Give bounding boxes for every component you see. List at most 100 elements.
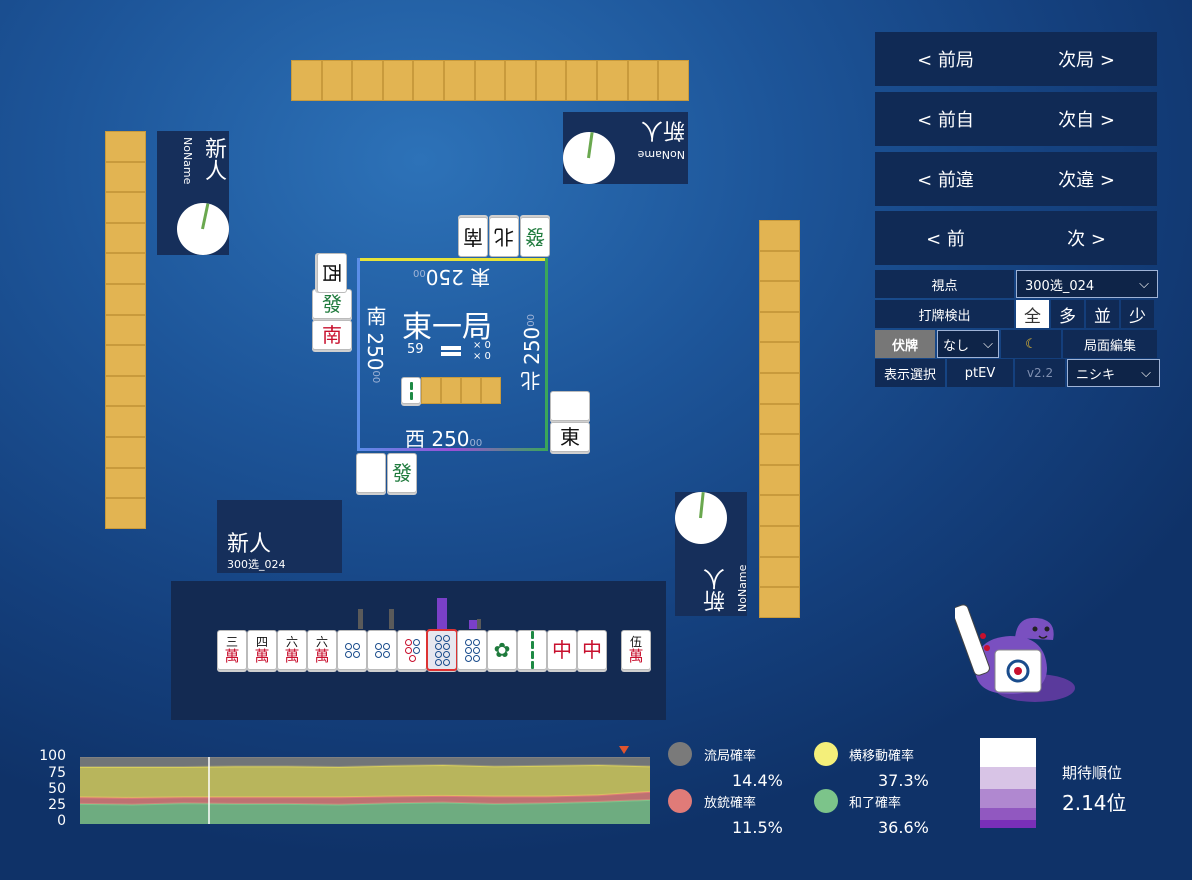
discard-tile: 西: [317, 253, 347, 293]
hand-tile[interactable]: 中: [547, 630, 577, 670]
south-score: 南 25000: [363, 306, 387, 384]
hand-tile[interactable]: 三萬: [217, 630, 247, 670]
top-opponent-hand: [291, 60, 689, 101]
self-player-sub: 300选_024: [227, 558, 286, 571]
tile-back: [759, 525, 800, 557]
discard-tile: 發: [387, 453, 417, 493]
snake-mascot-icon: [955, 604, 1075, 702]
tile-back: [759, 495, 800, 526]
y-tick-75: 75: [48, 765, 66, 781]
edit-position-button[interactable]: 局面編集: [1063, 330, 1157, 358]
yoko-label: 横移動確率: [849, 749, 915, 764]
top-player-panel: NoName 新人: [563, 112, 688, 184]
viewpoint-row: 視点 300选_024⌵: [875, 270, 1158, 298]
hidden-row: 伏牌 なし⌵ ☾ 局面編集: [875, 330, 1157, 358]
hand-tile[interactable]: 六萬: [277, 630, 307, 670]
model-select[interactable]: ニシキ⌵: [1067, 359, 1160, 387]
chevron-down-icon: ⌵: [983, 336, 993, 352]
hand-tile[interactable]: 四萬: [247, 630, 277, 670]
chart-area-series-1: [80, 791, 650, 805]
display-value-button[interactable]: ptEV: [947, 359, 1013, 387]
hand-tile[interactable]: ✿: [487, 630, 517, 670]
tile-back: [105, 161, 146, 193]
tile-back: [474, 60, 506, 101]
houjuu-dot: [668, 789, 692, 813]
rank-bar: [980, 738, 1036, 828]
tile-back: [291, 60, 322, 101]
prev-button[interactable]: < 前: [926, 229, 965, 250]
discard-tile: [550, 391, 590, 421]
round-label: 東一局: [402, 310, 492, 345]
probability-chart[interactable]: [80, 757, 650, 824]
chart-area-series-0: [80, 799, 650, 824]
moon-icon[interactable]: ☾: [1001, 330, 1061, 358]
hand-tile[interactable]: 六萬: [307, 630, 337, 670]
next-self-button[interactable]: 次自 >: [1058, 110, 1115, 131]
tile-back: [105, 467, 146, 499]
model-value: ニシキ: [1076, 367, 1116, 383]
tile-back: [759, 342, 800, 373]
y-tick-0: 0: [57, 813, 66, 829]
tile-back: [759, 220, 800, 251]
hand-area: 三萬四萬六萬六萬✿中中伍萬: [171, 581, 666, 720]
prev-round-button[interactable]: < 前局: [917, 50, 974, 71]
bottom-discards: 發: [356, 453, 417, 493]
prev-diff-button[interactable]: < 前違: [917, 170, 974, 191]
right-discards: 東: [550, 391, 590, 452]
houjuu-value: 11.5%: [732, 818, 783, 837]
detect-all-button[interactable]: 全: [1016, 300, 1049, 328]
discard-tile: 南: [458, 217, 488, 257]
tile-back: [413, 60, 444, 101]
detect-many-button[interactable]: 多: [1051, 300, 1084, 328]
hand-tile[interactable]: [397, 630, 427, 670]
self-nav: < 前自 次自 >: [875, 92, 1157, 146]
agari-label: 和了確率: [849, 796, 902, 811]
hidden-tiles-toggle[interactable]: 伏牌: [875, 330, 935, 358]
detect-row: 打牌検出 全 多 並 少: [875, 300, 1154, 328]
tile-back: [535, 60, 567, 101]
agari-value: 36.6%: [878, 818, 929, 837]
tile-back: [352, 60, 383, 101]
tile-back: [759, 250, 800, 282]
hand-tile[interactable]: [337, 630, 367, 670]
detect-few-button[interactable]: 少: [1121, 300, 1154, 328]
step-nav: < 前 次 >: [875, 211, 1157, 265]
yoko-value: 37.3%: [878, 771, 929, 790]
hand-tile[interactable]: [367, 630, 397, 670]
right-player-sub: NoName: [736, 564, 749, 612]
chart-area-series-2: [80, 765, 650, 798]
hand-tile[interactable]: [517, 630, 547, 670]
hand-tile[interactable]: [457, 630, 487, 670]
display-select-label: 表示選択: [875, 359, 945, 387]
version-label: v2.2: [1015, 359, 1065, 387]
prev-self-button[interactable]: < 前自: [917, 110, 974, 131]
next-round-button[interactable]: 次局 >: [1058, 50, 1115, 71]
houjuu-label: 放銃確率: [704, 796, 757, 811]
hand-tiles: 三萬四萬六萬六萬✿中中伍萬: [217, 629, 651, 671]
tile-back: [105, 406, 146, 437]
tile-back: [105, 498, 146, 529]
tile-back: [505, 60, 536, 101]
expected-rank-value: 2.14位: [1062, 791, 1127, 815]
y-tick-100: 100: [39, 748, 66, 764]
left-player-pie: [177, 203, 229, 255]
agari-dot: [814, 789, 838, 813]
top-player-pie: [563, 132, 615, 184]
hand-tile[interactable]: [426, 629, 458, 671]
yoko-dot: [814, 742, 838, 766]
hand-tile[interactable]: 伍萬: [621, 630, 651, 670]
next-button[interactable]: 次 >: [1067, 229, 1106, 250]
tile-back: [759, 403, 800, 435]
tile-back: [658, 60, 689, 101]
next-diff-button[interactable]: 次違 >: [1058, 170, 1115, 191]
tile-back: [105, 283, 146, 315]
hand-tile[interactable]: 中: [577, 630, 607, 670]
tile-back: [759, 311, 800, 343]
tile-back: [759, 372, 800, 404]
detect-normal-button[interactable]: 並: [1086, 300, 1119, 328]
hidden-select[interactable]: なし⌵: [937, 330, 999, 358]
tile-back: [759, 281, 800, 312]
viewpoint-select[interactable]: 300选_024⌵: [1016, 270, 1158, 298]
self-player-name: 新人: [227, 532, 272, 557]
discard-tile: 南: [312, 320, 352, 350]
